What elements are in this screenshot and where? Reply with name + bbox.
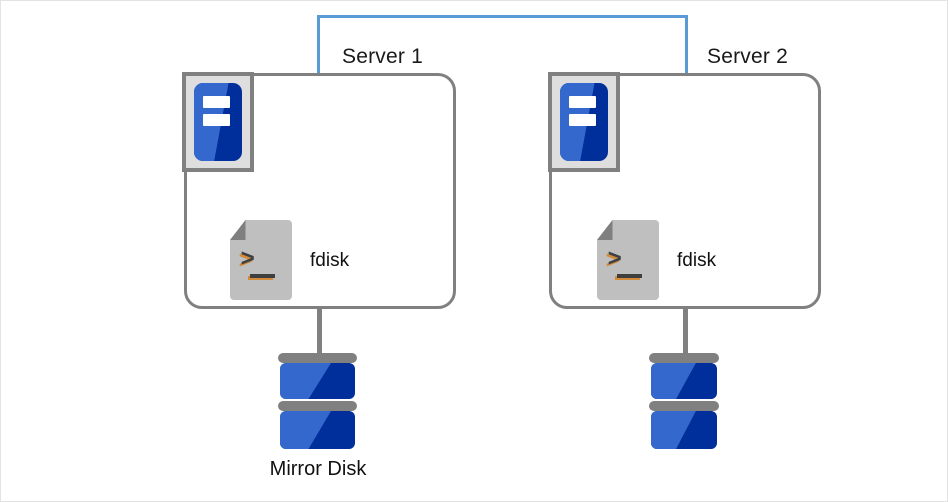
- interconnect-top-segment: [317, 15, 688, 18]
- disk-bar-mid-2: [649, 401, 719, 411]
- script-prompt-glyph: >: [240, 246, 255, 274]
- disk-platter-2b: [651, 411, 717, 449]
- server-chassis: [560, 83, 608, 161]
- server-1-fdisk-label: fdisk: [310, 250, 350, 271]
- server-1-disk-connector: [317, 309, 322, 357]
- disk-platter-2a: [651, 363, 717, 399]
- disk-platter-1a: [280, 363, 355, 399]
- server-chassis: [194, 83, 242, 161]
- server-slot-bar-1: [569, 96, 596, 108]
- script-folded-corner: [230, 220, 246, 240]
- server-rack-icon: [548, 72, 620, 172]
- mirror-disk-label: Mirror Disk: [269, 458, 367, 480]
- server-2-disk-connector: [683, 309, 688, 357]
- server-2-title: Server 2: [707, 45, 788, 68]
- server-2-fdisk-label: fdisk: [677, 250, 717, 271]
- server-slot-bar-2: [203, 114, 230, 126]
- script-folded-corner: [597, 220, 613, 240]
- disk-stack-icon-1[interactable]: [278, 353, 357, 449]
- server-slot-bar-2: [569, 114, 596, 126]
- script-prompt-glyph: >: [607, 246, 622, 274]
- script-terminal-icon: >: [230, 220, 292, 300]
- disk-stack-icon-2[interactable]: [649, 353, 719, 449]
- disk-platter-1b: [280, 411, 355, 449]
- disk-bar-top-1: [278, 353, 357, 363]
- server-1-title: Server 1: [342, 45, 423, 68]
- script-cursor-glyph: [250, 274, 276, 279]
- disk-bar-top-2: [649, 353, 719, 363]
- server-1-fdisk-group[interactable]: > fdisk: [230, 220, 400, 302]
- script-cursor-glyph: [617, 274, 643, 279]
- server-2-fdisk-group[interactable]: > fdisk: [597, 220, 767, 302]
- interconnect-right-segment: [685, 15, 688, 74]
- server-rack-icon: [182, 72, 254, 172]
- interconnect-left-segment: [317, 15, 320, 74]
- server-slot-bar-1: [203, 96, 230, 108]
- script-terminal-icon: >: [597, 220, 659, 300]
- disk-bar-mid-1: [278, 401, 357, 411]
